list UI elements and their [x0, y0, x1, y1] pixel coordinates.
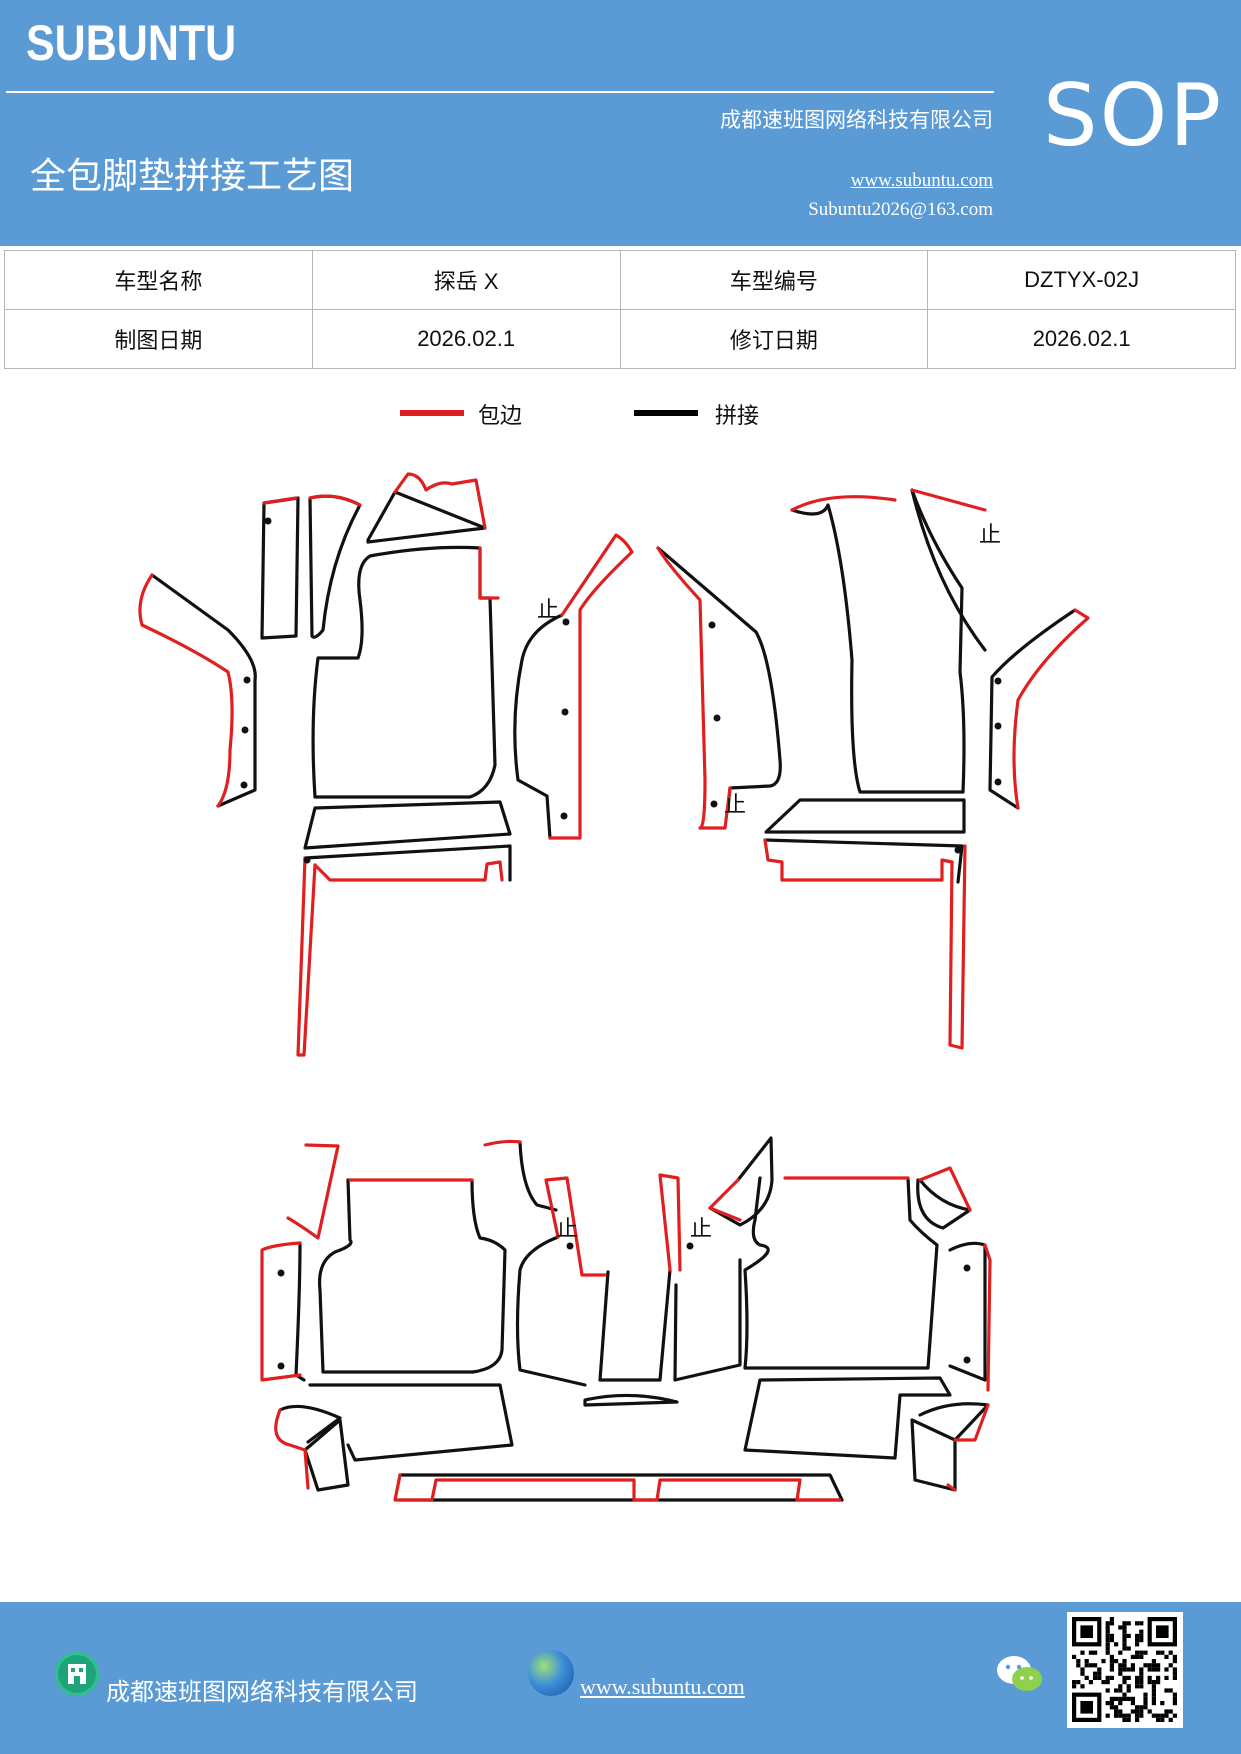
- header-divider: [6, 91, 994, 93]
- page-header: SUBUNTU 成都速班图网络科技有限公司 全包脚垫拼接工艺图 www.subu…: [0, 0, 1241, 246]
- label-revision-date: 修订日期: [619, 309, 929, 369]
- legend-label-edge: 包边: [478, 404, 523, 429]
- dot-markers: [240, 517, 1002, 1370]
- footer-company: 成都速班图网络科技有限公司: [106, 1678, 418, 1706]
- stop-mark: 止: [556, 1217, 578, 1242]
- footer-url-link[interactable]: www.subuntu.com: [580, 1674, 745, 1699]
- sop-badge: SOP: [1043, 66, 1224, 166]
- header-url-link[interactable]: www.subuntu.com: [850, 170, 993, 191]
- page-title: 全包脚垫拼接工艺图: [30, 156, 355, 197]
- legend-swatch-edge: [400, 410, 464, 416]
- seam-lines: [150, 488, 1077, 1502]
- building-icon: [55, 1652, 99, 1696]
- brand-logo: SUBUNTU: [26, 15, 237, 71]
- legend-label-seam: 拼接: [715, 404, 760, 429]
- stop-marks: 止 止 止 止 止: [537, 523, 1001, 1242]
- wechat-icon[interactable]: [995, 1654, 1045, 1696]
- legend: 包边 拼接: [0, 398, 1241, 438]
- stop-mark: 止: [979, 523, 1001, 548]
- value-draw-date: 2026.02.1: [311, 309, 621, 369]
- page-footer: 成都速班图网络科技有限公司 www.subuntu.com: [0, 1602, 1241, 1754]
- floor-mat-diagram: 止 止 止 止 止: [138, 472, 1090, 1502]
- table-row: 车型名称 探岳 X 车型编号 DZTYX-02J: [4, 250, 1236, 310]
- stop-mark: 止: [537, 598, 559, 623]
- value-model-code: DZTYX-02J: [927, 250, 1236, 310]
- header-email: Subuntu2026@163.com: [808, 199, 993, 220]
- label-model-name: 车型名称: [4, 250, 313, 310]
- legend-swatch-seam: [634, 410, 698, 416]
- value-revision-date: 2026.02.1: [927, 309, 1236, 369]
- stop-mark: 止: [690, 1217, 712, 1242]
- edge-binding-lines: [138, 472, 1090, 1502]
- header-company: 成都速班图网络科技有限公司: [720, 108, 993, 132]
- label-model-code: 车型编号: [619, 250, 929, 310]
- value-model-name: 探岳 X: [311, 250, 621, 310]
- qr-code[interactable]: [1067, 1612, 1183, 1728]
- stop-mark: 止: [724, 793, 746, 818]
- info-table: 车型名称 探岳 X 车型编号 DZTYX-02J 制图日期 2026.02.1 …: [4, 250, 1236, 369]
- globe-icon: [528, 1650, 574, 1696]
- table-row: 制图日期 2026.02.1 修订日期 2026.02.1: [4, 309, 1236, 369]
- label-draw-date: 制图日期: [4, 309, 313, 369]
